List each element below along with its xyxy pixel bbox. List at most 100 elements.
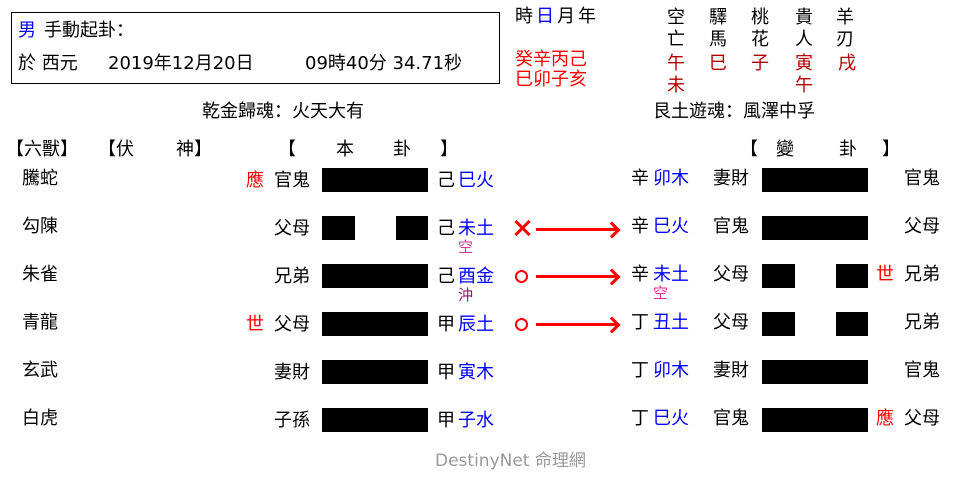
header-six-beasts: 【六獸】 xyxy=(6,139,78,160)
date-prefix: 於 西元 xyxy=(18,53,78,74)
main-branch: 酉金 xyxy=(458,266,494,287)
main-relation: 子孫 xyxy=(274,410,310,431)
header-changed-close: 】 xyxy=(882,139,900,160)
changed-branch: 巳火 xyxy=(653,408,689,429)
clash-note: 沖 xyxy=(458,286,474,304)
main-branch: 子水 xyxy=(458,410,494,431)
world-mark: 世 xyxy=(876,264,894,285)
pillar-label-hour: 時 xyxy=(515,6,533,27)
arrow-right-icon xyxy=(603,221,621,238)
changed-relation: 妻財 xyxy=(713,360,749,381)
yang-line-bar xyxy=(762,216,868,240)
changed-relation-right: 官鬼 xyxy=(904,168,940,189)
changed-branch: 未土 xyxy=(653,264,689,285)
arrow-right-icon xyxy=(603,268,621,285)
main-relation: 父母 xyxy=(274,218,310,239)
changed-branch: 丑土 xyxy=(653,312,689,333)
six-beast: 白虎 xyxy=(22,408,58,429)
yin-line-bar-left xyxy=(762,264,795,288)
main-relation: 妻財 xyxy=(274,362,310,383)
main-branch: 巳火 xyxy=(458,170,494,191)
main-relation: 官鬼 xyxy=(274,170,310,191)
main-relation: 父母 xyxy=(274,314,310,335)
six-beast: 勾陳 xyxy=(22,216,58,237)
shensha-blade-name-1: 羊 xyxy=(836,7,854,28)
yang-line-bar xyxy=(762,168,868,192)
changed-stem: 辛 xyxy=(631,264,649,285)
header-hidden-spirit-open: 【伏 xyxy=(98,139,134,160)
moving-yin-x-icon xyxy=(513,219,531,237)
change-arrow-line xyxy=(536,323,618,326)
date-value: 2019年12月20日 xyxy=(108,53,254,74)
shensha-horse-value-1: 巳 xyxy=(709,53,727,74)
changed-relation: 官鬼 xyxy=(713,408,749,429)
changed-hexagram-name: 艮土遊魂：風澤中孚 xyxy=(653,101,815,122)
changed-stem: 辛 xyxy=(631,168,649,189)
shensha-noble-name-1: 貴 xyxy=(795,7,813,28)
shensha-void-name-1: 空 xyxy=(667,7,685,28)
header-main-open: 【 xyxy=(278,139,296,160)
yang-line-bar xyxy=(322,360,428,384)
header-changed-char2: 卦 xyxy=(839,139,857,160)
moving-yang-circle-icon xyxy=(515,318,528,331)
pillar-label-year: 年 xyxy=(578,6,596,27)
moving-yang-circle-icon xyxy=(515,270,528,283)
main-stem: 己 xyxy=(437,170,455,191)
footer-brand: DestinyNet 命理網 xyxy=(435,451,586,471)
changed-relation-right: 兄弟 xyxy=(904,264,940,285)
changed-relation: 妻財 xyxy=(713,168,749,189)
shensha-horse-name-1: 驛 xyxy=(709,7,727,28)
main-relation: 兄弟 xyxy=(274,266,310,287)
yang-line-bar xyxy=(762,360,868,384)
changed-relation-right: 父母 xyxy=(904,216,940,237)
arrow-right-icon xyxy=(603,316,621,333)
yin-line-bar-right xyxy=(836,312,868,336)
yang-line-bar xyxy=(322,312,428,336)
changed-relation: 父母 xyxy=(713,312,749,333)
yang-line-bar xyxy=(322,264,428,288)
shensha-blade-value-1: 戌 xyxy=(838,53,856,74)
header-hidden-spirit-close: 神】 xyxy=(176,139,212,160)
shensha-noble-value-2: 午 xyxy=(795,75,813,96)
world-mark: 世 xyxy=(246,314,264,335)
header-changed-open: 【 xyxy=(740,139,758,160)
change-arrow-line xyxy=(536,228,618,231)
header-main-close: 】 xyxy=(440,139,458,160)
shensha-blade-name-2: 刃 xyxy=(836,29,854,50)
main-branch: 未土 xyxy=(458,218,494,239)
time-value: 09時40分 34.71秒 xyxy=(305,53,463,74)
divination-title: 手動起卦： xyxy=(44,20,134,41)
gender-label: 男 xyxy=(18,20,36,41)
main-stem: 甲 xyxy=(437,314,455,335)
main-stem: 己 xyxy=(437,218,455,239)
main-stem: 己 xyxy=(437,266,455,287)
header-main-char2: 卦 xyxy=(393,139,411,160)
changed-branch: 卯木 xyxy=(653,168,689,189)
changed-relation-right: 官鬼 xyxy=(904,360,940,381)
shensha-void-value-1: 午 xyxy=(667,53,685,74)
changed-relation-right: 兄弟 xyxy=(904,312,940,333)
six-beast: 青龍 xyxy=(22,312,58,333)
info-box: 男 手動起卦： 於 西元 2019年12月20日 09時40分 34.71秒 xyxy=(11,12,500,84)
header-main-char1: 本 xyxy=(336,139,354,160)
yin-line-bar-right xyxy=(396,216,428,240)
pillar-branches: 巳卯子亥 xyxy=(515,69,587,90)
changed-relation-right: 父母 xyxy=(904,408,940,429)
pillar-label-month: 月 xyxy=(557,6,575,27)
header-changed-char1: 變 xyxy=(776,139,794,160)
shensha-void-value-2: 未 xyxy=(667,75,685,96)
changed-branch: 卯木 xyxy=(653,360,689,381)
shensha-peach-value-1: 子 xyxy=(751,53,769,74)
changed-stem: 辛 xyxy=(631,216,649,237)
shensha-peach-name-2: 花 xyxy=(751,29,769,50)
yin-line-bar-left xyxy=(322,216,355,240)
changed-stem: 丁 xyxy=(631,360,649,381)
shensha-noble-value-1: 寅 xyxy=(795,53,813,74)
shensha-peach-name-1: 桃 xyxy=(751,7,769,28)
changed-relation: 官鬼 xyxy=(713,216,749,237)
pillar-label-day: 日 xyxy=(536,6,554,27)
change-arrow-line xyxy=(536,275,618,278)
response-mark: 應 xyxy=(876,408,894,429)
main-branch: 辰土 xyxy=(458,314,494,335)
main-stem: 甲 xyxy=(437,362,455,383)
